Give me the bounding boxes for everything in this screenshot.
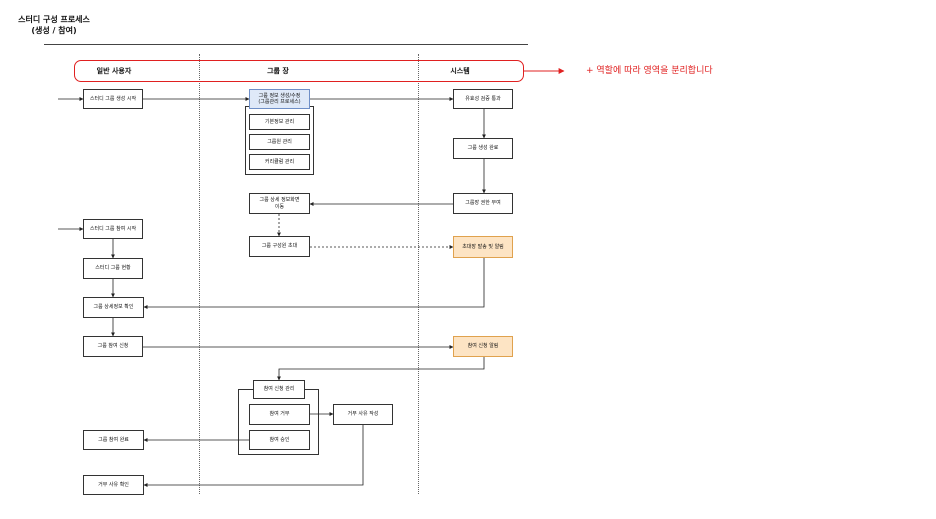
box-detail-move: 그룹 상세 정보화면 이동 (249, 193, 310, 214)
box-group-created: 그룹 생성 완료 (453, 138, 513, 159)
box-apply-notify: 참여 신청 알림 (453, 336, 513, 357)
lane-divider-1 (199, 54, 200, 494)
lane-header-bar (74, 60, 524, 82)
lane-label-leader: 그룹 장 (267, 67, 289, 75)
diagram-title: 스터디 구성 프로세스 (생성 / 참여) (0, 14, 108, 36)
box-apply-manage: 참여 신청 관리 (253, 380, 305, 399)
arrow-notify-to-manage (277, 357, 485, 381)
lane-divider-2 (418, 54, 419, 494)
box-study-status: 스터디 그룹 현황 (83, 258, 143, 279)
box-invite-member: 그룹 구성원 초대 (249, 236, 310, 257)
box-reject-reason: 거부 사유 작성 (333, 404, 393, 425)
box-join-apply: 그룹 참여 신청 (83, 336, 143, 357)
lane-label-system: 시스템 (450, 67, 470, 75)
box-join-complete: 그룹 참여 완료 (83, 430, 144, 450)
box-leader-grant: 그룹장 권한 부여 (453, 193, 513, 214)
box-validation: 유효성 검증 통과 (453, 89, 513, 109)
box-approve: 참여 승인 (249, 430, 310, 450)
diagram-title-line1: 스터디 구성 프로세스 (18, 15, 90, 24)
box-join-start: 스터디 그룹 참여 시작 (83, 219, 143, 239)
box-reason-check: 거부 사유 확인 (83, 475, 144, 495)
lane-label-user: 일반 사용자 (96, 67, 132, 75)
box-group-info-process: 그룹 정보 생성/수정 (그룹관리 프로세스) (249, 89, 310, 109)
box-member-manage: 그룹원 관리 (249, 134, 310, 150)
box-study-create-start: 스터디 그룹 생성 시작 (83, 89, 143, 109)
arrow-notify-to-detail (143, 258, 485, 309)
arrow-reason-to-check (143, 425, 364, 487)
box-reject: 참여 거부 (249, 404, 310, 425)
title-divider (44, 44, 528, 45)
box-curriculum: 커리큘럼 관리 (249, 154, 310, 170)
diagram-title-line2: (생성 / 참여) (31, 26, 77, 35)
box-detail-check: 그룹 상세정보 확인 (83, 297, 144, 318)
lane-note: + 역할에 따라 영역을 분리합니다 (586, 66, 713, 76)
box-basic-info: 기본정보 관리 (249, 114, 310, 130)
box-invite-notify: 초대장 발송 및 알림 (453, 236, 513, 258)
